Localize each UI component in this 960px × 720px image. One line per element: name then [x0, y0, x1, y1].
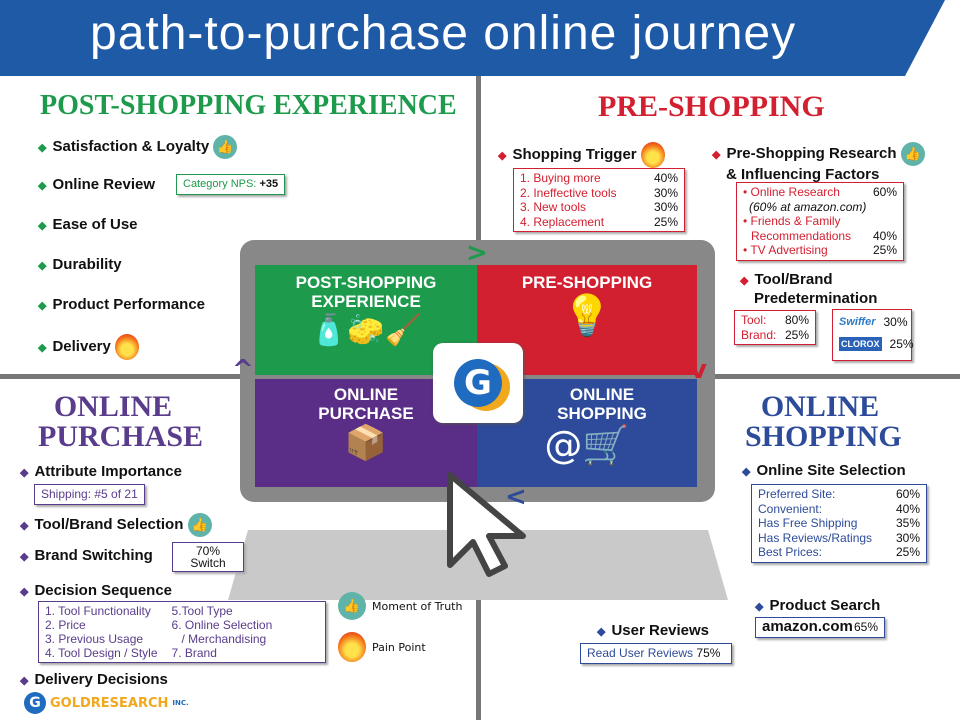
legend-moment-of-truth: 👍Moment of Truth — [338, 592, 462, 620]
product-search: ◆Product Search — [755, 597, 881, 614]
pre-shopping-heading: PRE-SHOPPING — [598, 90, 825, 123]
predet-box: Tool:80% Brand:25% — [734, 310, 816, 345]
clorox-logo: CLOROX — [839, 336, 882, 351]
arrow-up-icon: ^ — [232, 355, 254, 385]
decision-sequence: ◆Decision Sequence — [20, 582, 173, 599]
post-item-durability: ◆Durability — [38, 256, 122, 273]
brand-switching: ◆Brand Switching — [20, 547, 153, 564]
post-item-review: ◆Online Review — [38, 176, 156, 193]
fire-icon — [338, 632, 366, 662]
post-item-satisfaction: ◆Satisfaction & Loyalty 👍 — [38, 135, 238, 159]
attribute-importance: ◆Attribute Importance — [20, 463, 182, 480]
thumbs-up-icon: 👍 — [900, 142, 925, 166]
thumbs-up-icon: 👍 — [338, 592, 366, 620]
fire-icon — [115, 334, 140, 360]
post-shopping-heading: POST-SHOPPING EXPERIENCE — [40, 90, 457, 121]
package-hands-icon: 📦 — [344, 423, 388, 463]
post-item-performance: ◆Product Performance — [38, 296, 206, 313]
at-cart-icon: @🛒 — [544, 423, 630, 467]
site-selection-box: Preferred Site:60% Convenient:40% Has Fr… — [751, 484, 927, 563]
user-reviews: ◆User Reviews — [597, 622, 710, 639]
arrow-down-icon: v — [690, 355, 707, 385]
arrow-left-icon: < — [505, 482, 527, 512]
legend-pain-point: Pain Point — [338, 632, 426, 662]
cleaning-tools-icon: 🧴🧽🧹 — [309, 313, 423, 348]
swiffer-logo: Swiffer — [839, 316, 876, 328]
shopping-trigger: ◆Shopping Trigger — [498, 142, 665, 168]
page-title: path-to-purchase online journey — [90, 7, 797, 60]
nps-box: Category NPS: +35 — [176, 174, 286, 195]
title-banner — [0, 0, 945, 76]
post-item-ease: ◆Ease of Use — [38, 216, 138, 233]
arrow-right-icon: > — [466, 238, 488, 268]
post-item-delivery: ◆Delivery — [38, 334, 140, 360]
thumbs-up-icon: 👍 — [187, 513, 212, 537]
switch-box: 70%Switch — [172, 542, 244, 572]
fire-icon — [640, 142, 665, 168]
amazon-logo: amazon.com — [762, 618, 853, 635]
cursor-icon — [447, 472, 526, 577]
shipping-box: Shipping: #5 of 21 — [34, 484, 145, 505]
laptop-base — [228, 530, 728, 600]
lightbulb-icon: 💡 — [562, 293, 612, 339]
pre-research: ◆Pre-Shopping Research 👍& Influencing Fa… — [712, 142, 925, 184]
tool-brand-selection: ◆Tool/Brand Selection 👍 — [20, 513, 212, 537]
reviews-box: Read User Reviews 75% — [580, 643, 732, 664]
delivery-decisions: ◆Delivery Decisions — [20, 671, 168, 688]
thumbs-up-icon: 👍 — [213, 135, 238, 159]
online-site-selection: ◆Online Site Selection — [742, 462, 906, 479]
center-logo: G — [433, 343, 523, 423]
